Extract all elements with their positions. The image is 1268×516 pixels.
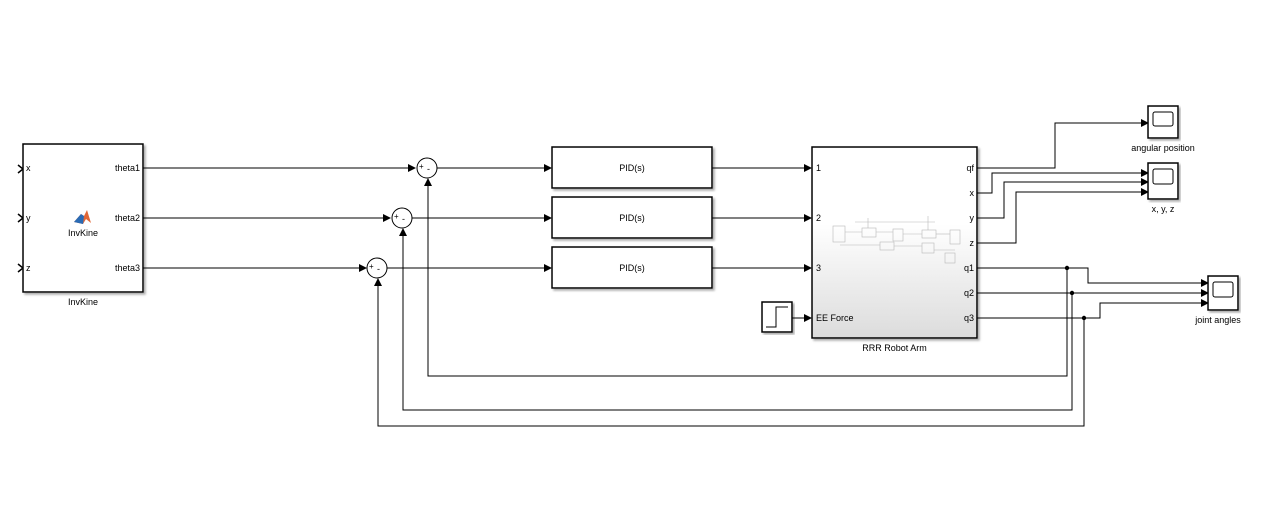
robot-output-z: z	[969, 238, 975, 248]
robot-input-3: 3	[816, 263, 822, 273]
branch-point-q3	[1081, 315, 1087, 321]
rrr-robot-arm-block[interactable]	[811, 146, 978, 339]
robot-output-y: y	[969, 213, 975, 223]
pid-label-3: PID(s)	[619, 263, 645, 273]
scope-joint-angles[interactable]	[1207, 275, 1239, 311]
robot-block-name: RRR Robot Arm	[862, 343, 927, 353]
scope-name-xyz: x, y, z	[1151, 204, 1175, 214]
scope-name-angular-position: angular position	[1131, 143, 1195, 153]
invkine-port-theta3: theta3	[115, 263, 141, 273]
scope-xyz[interactable]	[1147, 162, 1179, 200]
robot-input-2: 2	[816, 213, 822, 223]
pid-block-3[interactable]	[551, 246, 713, 289]
matlab-logo-icon	[74, 210, 91, 224]
invkine-port-theta2: theta2	[115, 213, 141, 223]
sum1-plus: +	[419, 162, 424, 171]
invkine-inner-label: InvKine	[67, 228, 99, 238]
invkine-port-theta1: theta1	[115, 163, 141, 173]
robot-input-1: 1	[816, 163, 822, 173]
pid-label-1: PID(s)	[619, 163, 645, 173]
branch-point-q1	[1064, 265, 1070, 271]
sum3-plus: +	[369, 262, 374, 271]
sum1-minus: -	[427, 164, 430, 174]
invkine-port-z: z	[26, 263, 31, 273]
sum2-minus: -	[402, 214, 405, 224]
invkine-port-y: y	[26, 213, 31, 223]
scope-angular-position[interactable]	[1147, 105, 1179, 139]
robot-output-q3: q3	[963, 313, 974, 323]
sum2-plus: +	[394, 212, 399, 221]
robot-output-q1: q1	[963, 263, 974, 273]
subsystem-preview	[832, 216, 961, 264]
invkine-port-x: x	[26, 163, 31, 173]
scope-name-joint-angles: joint angles	[1195, 315, 1241, 325]
sum3-minus: -	[377, 264, 380, 274]
robot-output-q2: q2	[963, 288, 974, 298]
robot-output-qf: qf	[966, 163, 974, 173]
robot-input-ee-force: EE Force	[816, 313, 854, 323]
pid-block-1[interactable]	[551, 146, 713, 189]
invkine-block-name: InvKine	[67, 297, 99, 307]
branch-point-q2	[1069, 290, 1075, 296]
robot-output-x: x	[969, 188, 975, 198]
step-icon	[766, 306, 788, 328]
pid-label-2: PID(s)	[619, 213, 645, 223]
